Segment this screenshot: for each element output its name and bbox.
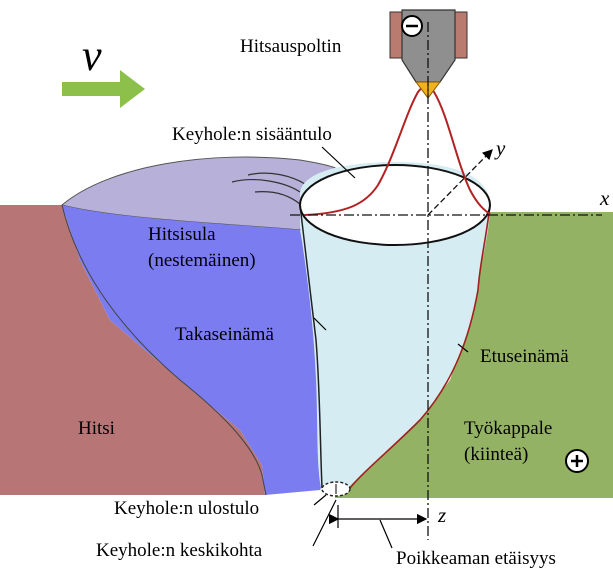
velocity-label: v <box>82 31 102 80</box>
workpiece-label-line2: (kiinteä) <box>464 444 528 465</box>
z-axis-label: z <box>437 503 446 527</box>
keyhole-exit-label: Keyhole:n ulostulo <box>114 498 259 519</box>
leader-keyhole-center <box>313 500 336 546</box>
minus-icon <box>402 16 422 36</box>
leader-offset-distance <box>380 520 392 548</box>
keyhole-center-label: Keyhole:n keskikohta <box>96 540 263 561</box>
plus-icon <box>566 450 588 472</box>
leader-keyhole-exit <box>314 495 326 505</box>
keyhole-entrance-ellipse <box>300 165 490 245</box>
weld-pool-label-line2: (nestemäinen) <box>148 250 256 271</box>
torch-label: Hitsauspoltin <box>240 36 342 57</box>
velocity-arrow <box>62 70 145 108</box>
front-wall-label: Etuseinämä <box>480 346 569 367</box>
offset-distance-label: Poikkeaman etäisyys <box>396 548 556 569</box>
rear-wall-label: Takaseinämä <box>175 324 274 345</box>
keyhole-entrance-label: Keyhole:n sisääntulo <box>172 124 332 145</box>
weld-pool-label-line1: Hitsisula <box>148 224 216 245</box>
workpiece-label-line1: Työkappale <box>464 418 552 439</box>
weld-label: Hitsi <box>78 418 115 439</box>
x-axis-label: x <box>599 186 610 210</box>
y-axis-label: y <box>494 136 506 160</box>
